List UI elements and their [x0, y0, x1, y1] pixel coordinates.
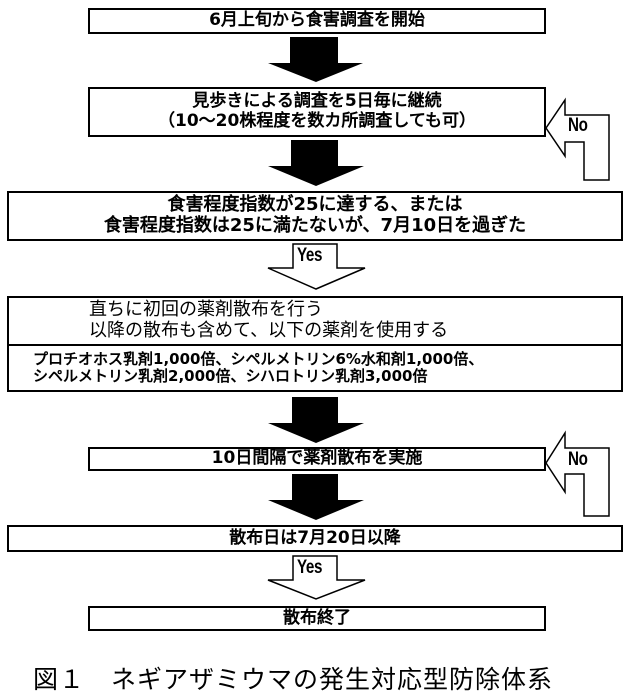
decision-text: 食害程度指数は25に満たないが、7月10日を過ぎた — [103, 215, 527, 236]
decision-spray-date: 散布日は7月20日以降 — [7, 525, 623, 552]
figure-caption: 図１ ネギアザミウマの発生対応型防除体系 — [33, 665, 554, 694]
yes-label: Yes — [297, 245, 323, 266]
step-text: 10日間隔で薬剤散布を実施 — [211, 448, 423, 469]
step-first-spray: 直ちに初回の薬剤散布を行う 以降の散布も含めて、以下の薬剤を使用する プロチオホ… — [7, 296, 623, 392]
decision-damage-index: 食害程度指数が25に達する、または 食害程度指数は25に満たないが、7月10日を… — [7, 191, 623, 241]
pesticide-text: プロチオホス乳剤1,000倍、シペルメトリン6%水和剤1,000倍、 — [33, 349, 484, 368]
step-text: 以降の散布も含めて、以下の薬剤を使用する — [89, 320, 449, 341]
no-arrow-2 — [545, 430, 610, 517]
yes-label: Yes — [297, 557, 323, 578]
step-start-survey: 6月上旬から食害調査を開始 — [88, 8, 546, 34]
down-arrow-2 — [268, 140, 364, 186]
pesticide-list: プロチオホス乳剤1,000倍、シペルメトリン6%水和剤1,000倍、 シペルメト… — [9, 346, 621, 390]
no-label: No — [568, 449, 588, 470]
step-continue-survey: 見歩きによる調査を5日毎に継続 （10～20株程度を数カ所調査しても可） — [88, 87, 546, 137]
no-label: No — [568, 115, 588, 136]
down-arrow-4 — [268, 474, 364, 520]
decision-text: 食害程度指数が25に達する、または — [167, 194, 463, 216]
decision-text: 散布日は7月20日以降 — [229, 527, 401, 548]
step-interval-spray: 10日間隔で薬剤散布を実施 — [88, 447, 546, 471]
step-text: 6月上旬から食害調査を開始 — [209, 10, 425, 31]
step-text: 散布終了 — [283, 607, 351, 628]
down-arrow-1 — [268, 37, 363, 82]
down-arrow-3 — [268, 397, 364, 443]
no-arrow-1 — [545, 97, 610, 181]
step-text: 直ちに初回の薬剤散布を行う — [89, 299, 323, 321]
pesticide-text: シペルメトリン乳剤2,000倍、シハロトリン乳剤3,000倍 — [33, 367, 428, 385]
step-end-spray: 散布終了 — [88, 606, 546, 631]
step-text: （10～20株程度を数カ所調査しても可） — [158, 111, 476, 131]
step-text: 見歩きによる調査を5日毎に継続 — [192, 91, 442, 112]
first-spray-instructions: 直ちに初回の薬剤散布を行う 以降の散布も含めて、以下の薬剤を使用する — [9, 298, 621, 346]
